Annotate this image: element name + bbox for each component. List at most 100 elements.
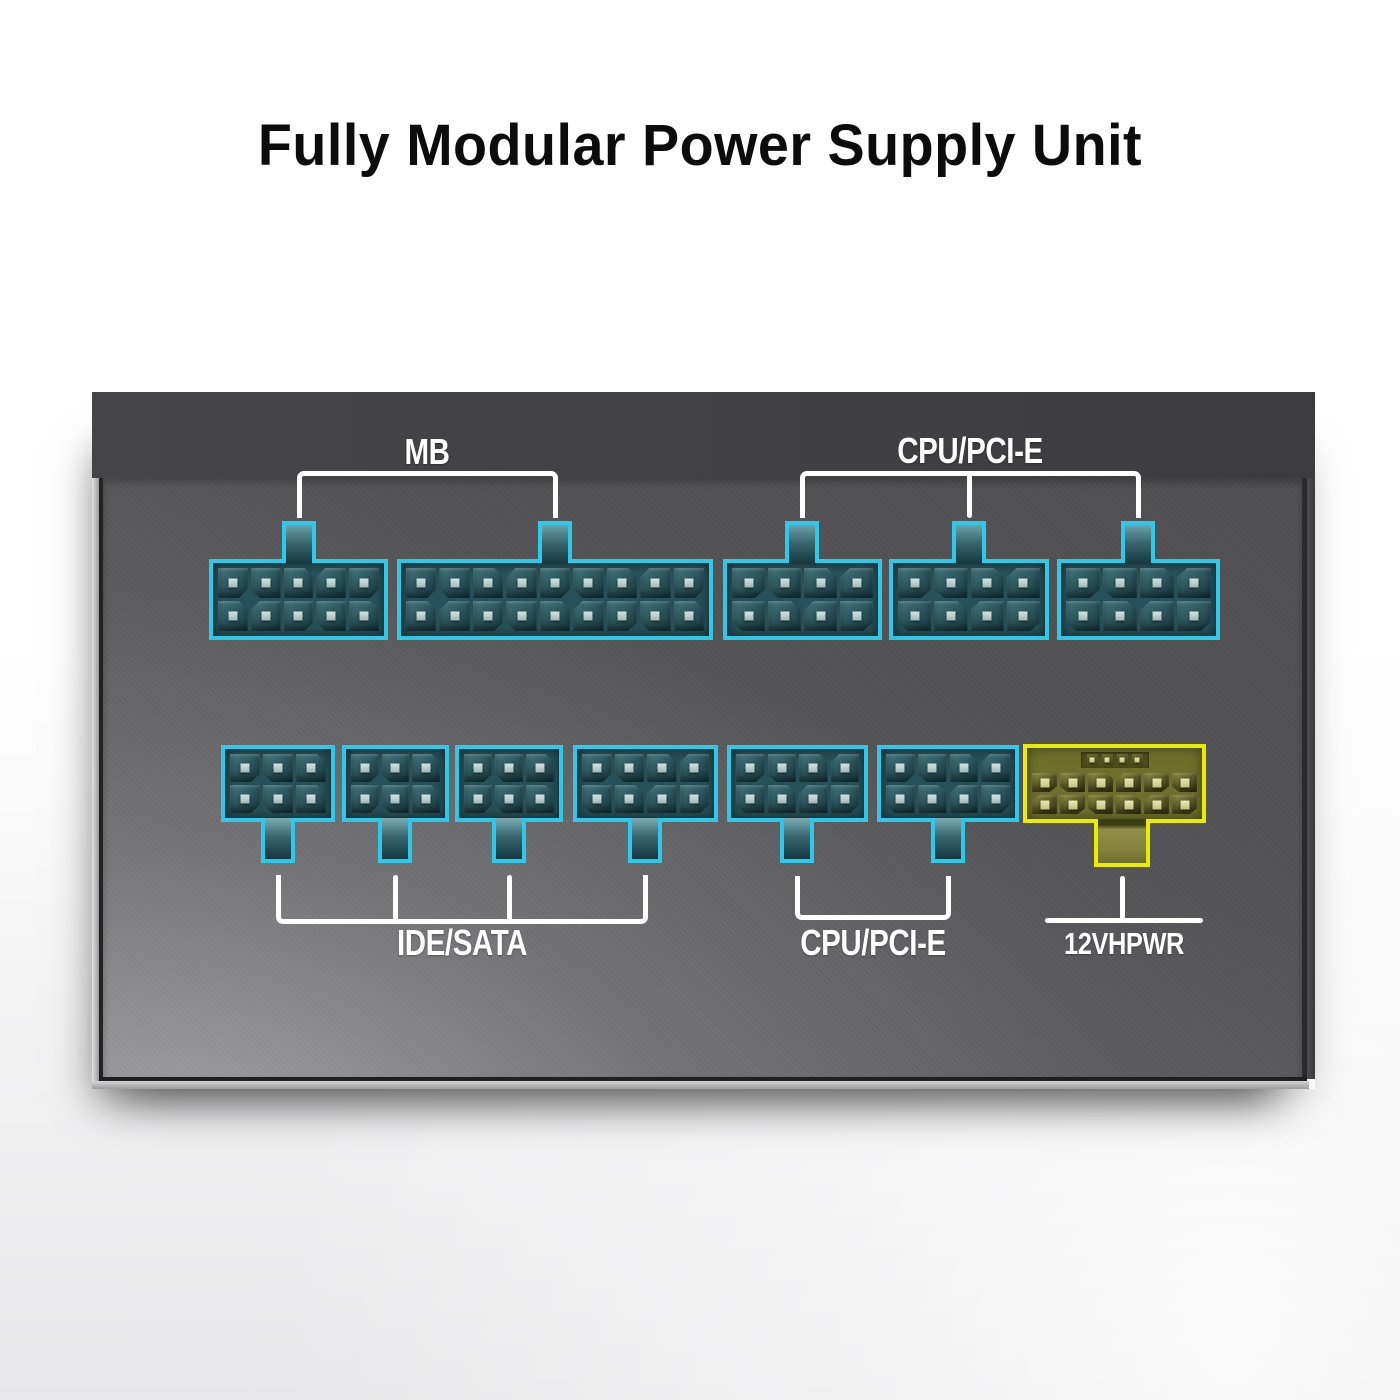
ide-sata-bracket-mid-tick xyxy=(392,875,398,924)
pin-contact xyxy=(359,611,369,621)
pin-contact xyxy=(390,794,400,804)
pin-socket xyxy=(1140,568,1174,598)
pin-socket xyxy=(640,601,671,631)
pin-socket xyxy=(981,785,1010,813)
pin-socket xyxy=(830,785,859,813)
pin-socket xyxy=(283,568,314,598)
psu-left-edge xyxy=(92,478,99,1081)
psu-left-seam xyxy=(99,478,103,1079)
pin-socket xyxy=(840,568,873,598)
pin-contact xyxy=(1078,611,1088,621)
sense-pin xyxy=(1116,754,1128,766)
sense-pin xyxy=(1131,754,1143,766)
ide-sata-bracket-mid-tick xyxy=(506,875,512,924)
12vhpwr-label: 12VHPWR xyxy=(1063,926,1185,961)
pin-socket xyxy=(647,785,677,813)
pin-socket xyxy=(582,785,612,813)
pin-socket xyxy=(296,754,326,782)
pin-contact xyxy=(617,578,627,588)
pin-contact xyxy=(657,794,667,804)
ide-sata-6pin-3-clip-tab xyxy=(492,818,526,863)
pin-contact xyxy=(550,578,560,588)
pin-socket xyxy=(840,601,873,631)
pin-contact xyxy=(1124,778,1133,787)
cpu-pcie-8pin-2-connector xyxy=(889,559,1049,640)
pin-socket xyxy=(250,601,281,631)
cpu-pcie-8pin-3-connector xyxy=(1057,559,1220,640)
pin-contact xyxy=(895,763,905,773)
ide-sata-6pin-2-clip-tab xyxy=(378,818,412,863)
pin-socket xyxy=(439,568,470,598)
pin-contact xyxy=(624,763,634,773)
pin-socket xyxy=(804,568,837,598)
pin-contact xyxy=(390,763,400,773)
pin-contact xyxy=(1180,778,1189,787)
pin-socket xyxy=(981,754,1010,782)
pin-socket xyxy=(679,754,709,782)
pin-contact xyxy=(1018,611,1028,621)
pin-contact xyxy=(273,794,283,804)
pin-socket xyxy=(539,568,571,598)
pin-socket xyxy=(1177,601,1211,631)
pin-contact xyxy=(777,763,787,773)
pin-contact xyxy=(240,794,250,804)
pin-socket xyxy=(606,601,638,631)
psu-right-seam xyxy=(1302,478,1307,1079)
pin-contact xyxy=(1152,800,1161,809)
pin-socket xyxy=(218,568,248,598)
mb-bracket xyxy=(296,471,558,518)
pin-contact xyxy=(959,763,969,773)
pin-contact xyxy=(745,794,755,804)
pin-grid xyxy=(225,749,331,818)
pin-contact xyxy=(816,578,825,588)
pin-contact xyxy=(1119,757,1125,763)
mb-18pin-clip-tab xyxy=(538,521,572,563)
pin-contact xyxy=(1134,757,1140,763)
pin-socket xyxy=(732,568,765,598)
pin-socket xyxy=(263,785,293,813)
pin-contact xyxy=(840,794,850,804)
psu-bottom-seam xyxy=(99,1077,1307,1081)
ide-sata-8pin-4-clip-tab xyxy=(628,818,662,863)
pin-contact xyxy=(592,763,602,773)
pin-contact xyxy=(910,611,920,621)
pin-contact xyxy=(1018,578,1028,588)
pin-contact xyxy=(624,794,634,804)
pin-socket xyxy=(970,568,1004,598)
pin-contact xyxy=(416,578,426,588)
pin-contact xyxy=(592,794,602,804)
pin-socket xyxy=(679,785,709,813)
pin-socket xyxy=(640,568,671,598)
pin-socket xyxy=(1006,601,1040,631)
pin-contact xyxy=(689,794,699,804)
pin-contact xyxy=(617,611,627,621)
cpu-pcie-8pin-5-clip-tab xyxy=(931,818,965,863)
pin-socket xyxy=(526,754,554,782)
pin-socket xyxy=(799,754,828,782)
cpu-pcie-8pin-4-connector xyxy=(727,745,868,822)
pin-socket xyxy=(736,785,765,813)
pin-contact xyxy=(982,578,992,588)
cpu-pcie-top-bracket-mid-tick xyxy=(966,471,972,518)
pin-socket xyxy=(506,568,537,598)
pin-contact xyxy=(744,611,753,621)
pin-socket xyxy=(351,785,379,813)
sense-pin xyxy=(1086,754,1098,766)
pin-socket xyxy=(606,568,638,598)
psu-right-edge xyxy=(1307,478,1315,1079)
pin-socket xyxy=(1103,568,1137,598)
pin-socket xyxy=(495,754,523,782)
pin-contact xyxy=(808,763,818,773)
pin-contact xyxy=(1040,800,1049,809)
pin-contact xyxy=(744,578,753,588)
pin-socket xyxy=(539,601,571,631)
pin-contact xyxy=(657,763,667,773)
pin-grid xyxy=(1061,563,1216,636)
pin-contact xyxy=(1189,578,1199,588)
pin-socket xyxy=(230,754,260,782)
pin-socket xyxy=(464,785,492,813)
sense-pin xyxy=(1101,754,1113,766)
pin-contact xyxy=(326,611,336,621)
12vhpwr-bracket-tick xyxy=(1119,876,1125,922)
pin-socket xyxy=(732,601,765,631)
